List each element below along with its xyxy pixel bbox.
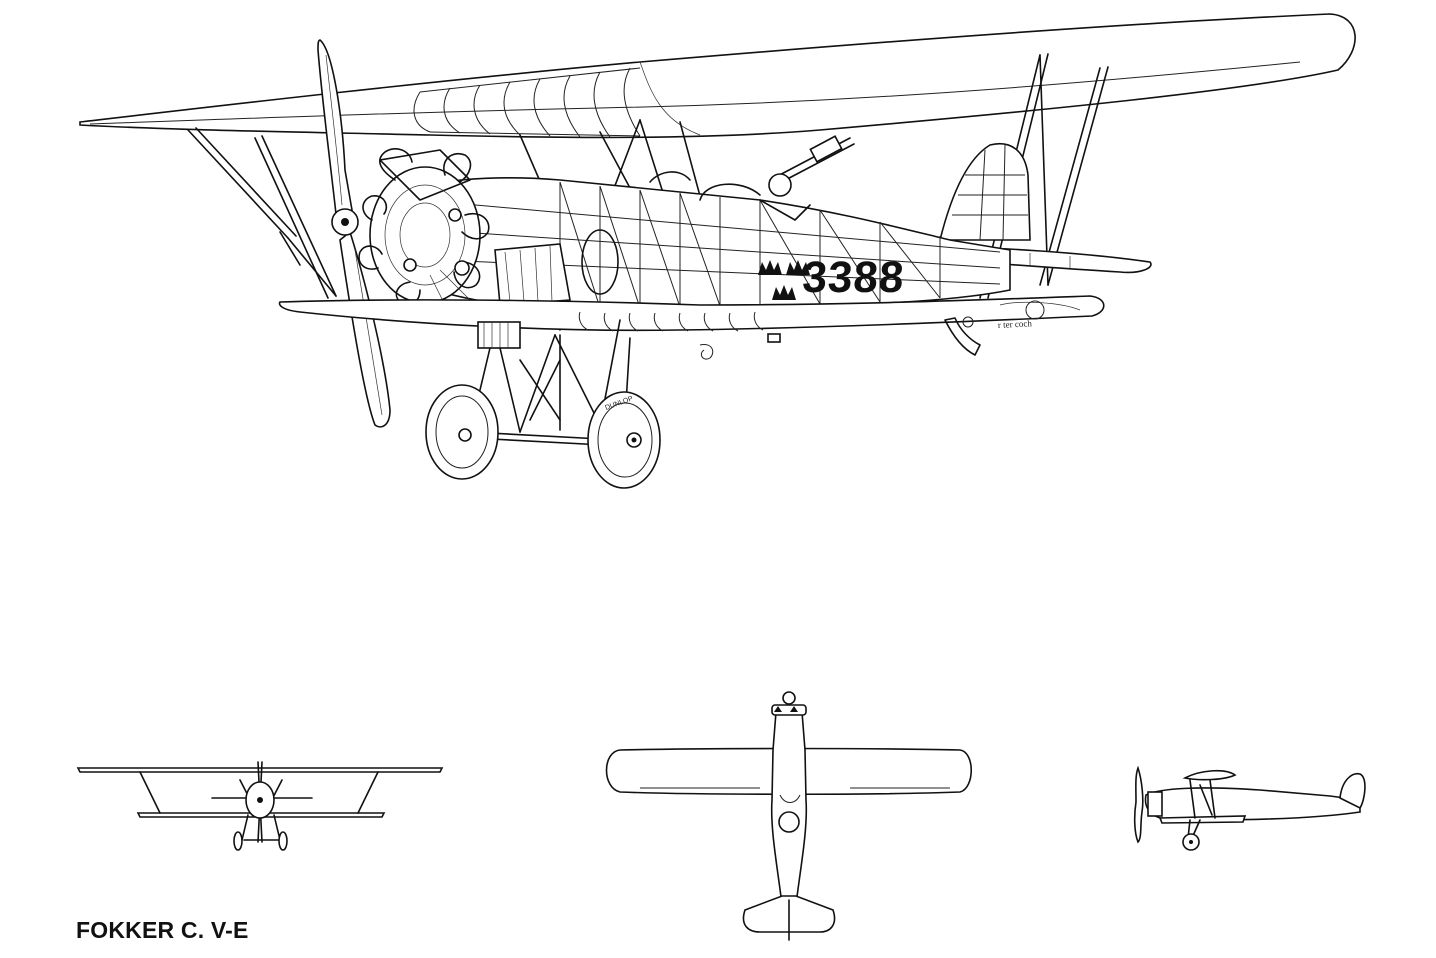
front-upper-wing [76, 767, 444, 773]
lower-wing-ribs [578, 311, 764, 332]
plan-engine [771, 691, 807, 716]
radiator [477, 321, 521, 349]
plan-view [605, 691, 972, 941]
main-wheel-right [587, 391, 661, 489]
plan-fuselage [770, 711, 808, 906]
radial-engine [358, 148, 490, 311]
machine-gun [759, 135, 855, 221]
national-crowns [758, 260, 810, 300]
artist-signature: r ter coch [998, 318, 1033, 330]
side-fuselage [1144, 787, 1361, 821]
side-propeller [1133, 765, 1144, 844]
interplane-struts-left [187, 127, 337, 299]
front-view [76, 761, 444, 851]
plan-cockpit [778, 811, 800, 833]
main-wheel-left [425, 384, 499, 480]
aircraft-title: FOKKER C. V-E [76, 917, 249, 943]
tail-skid [944, 317, 981, 356]
cockpit-rim [699, 183, 761, 201]
side-view [1133, 765, 1366, 851]
propeller [317, 39, 391, 428]
upper-wing [79, 13, 1356, 139]
side-fin [1339, 772, 1366, 810]
side-lower-wing [1158, 815, 1247, 824]
serial-number: 3388 [801, 253, 906, 302]
upper-wing-ribs [413, 67, 641, 138]
fuel-tank [494, 243, 571, 306]
fin-rudder [938, 143, 1031, 241]
side-upper-wing [1182, 769, 1237, 781]
front-wheel-right [278, 831, 288, 851]
cutaway-view: 3388 r ter coch DUNLOP [79, 13, 1356, 489]
front-wheel-left [233, 831, 243, 851]
